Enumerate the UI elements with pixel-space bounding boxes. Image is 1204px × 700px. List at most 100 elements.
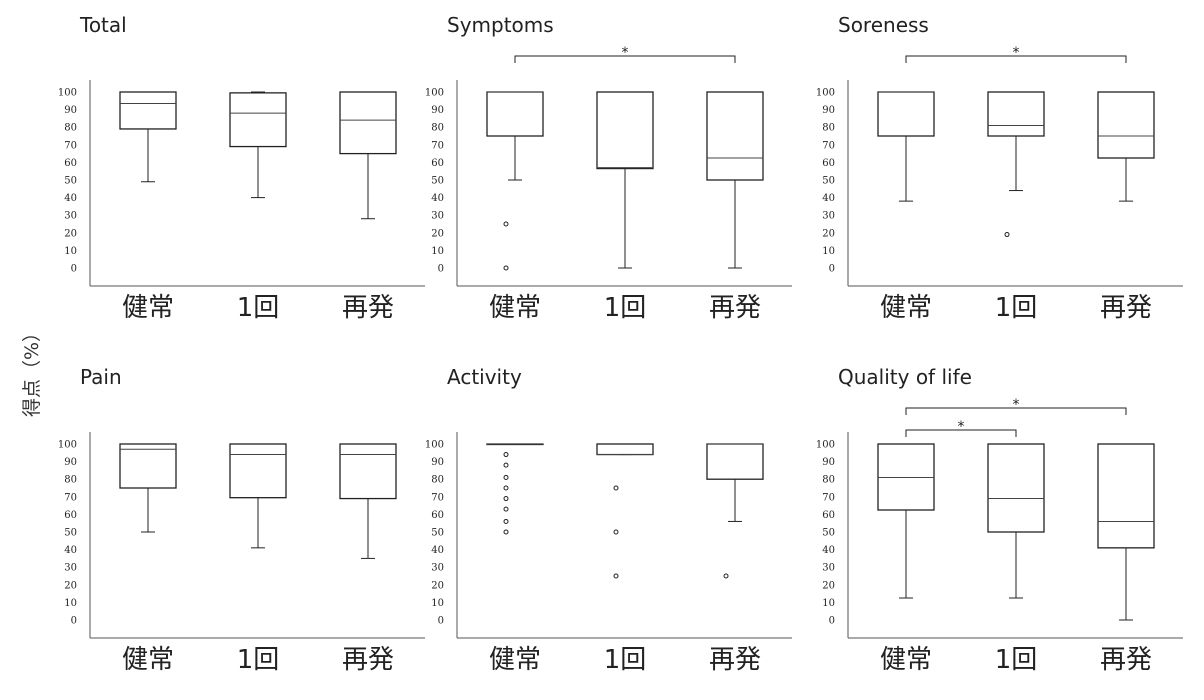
y-tick-label: 50 bbox=[822, 528, 835, 539]
outlier-point bbox=[503, 506, 509, 512]
y-tick-label: 20 bbox=[431, 228, 444, 239]
y-tick-label: 20 bbox=[822, 580, 835, 591]
box bbox=[1097, 443, 1155, 549]
box bbox=[119, 91, 177, 130]
box-plot bbox=[1097, 443, 1155, 621]
y-tick-label: 40 bbox=[431, 545, 444, 556]
y-tick-label: 100 bbox=[58, 440, 77, 451]
y-tick-label: 50 bbox=[64, 528, 77, 539]
y-tick-label: 20 bbox=[822, 228, 835, 239]
box-plot bbox=[486, 443, 544, 535]
bracket-line bbox=[905, 55, 1127, 63]
box bbox=[987, 443, 1045, 533]
significance-label: * bbox=[1013, 397, 1020, 413]
y-tick-label: 60 bbox=[431, 510, 444, 521]
category-label: 再発 bbox=[342, 293, 394, 323]
category-label: 1回 bbox=[604, 293, 647, 323]
category-label: 健常 bbox=[880, 293, 932, 323]
significance-label: * bbox=[622, 45, 629, 61]
box-plot bbox=[706, 91, 764, 269]
outlier-point bbox=[723, 573, 729, 579]
y-tick-label: 80 bbox=[822, 123, 835, 134]
category-label: 健常 bbox=[880, 645, 932, 675]
y-tick-label: 10 bbox=[64, 598, 77, 609]
box-plot bbox=[596, 91, 654, 269]
significance-bracket: * bbox=[905, 397, 1127, 415]
box-plot bbox=[119, 443, 177, 533]
y-tick-label: 80 bbox=[822, 475, 835, 486]
box bbox=[706, 443, 764, 480]
panel-title: Soreness bbox=[838, 13, 929, 37]
y-tick-label: 40 bbox=[822, 545, 835, 556]
y-tick-label: 80 bbox=[431, 475, 444, 486]
box-plot bbox=[486, 91, 544, 271]
y-axis-label-wrap: 得点（%） bbox=[18, 300, 46, 440]
y-tick-label: 0 bbox=[829, 616, 835, 627]
y-tick-label: 100 bbox=[58, 88, 77, 99]
y-tick-label: 100 bbox=[425, 88, 444, 99]
panel-title: Pain bbox=[80, 365, 122, 389]
y-tick-label: 90 bbox=[64, 457, 77, 468]
y-tick-label: 60 bbox=[822, 158, 835, 169]
category-label: 1回 bbox=[237, 645, 280, 675]
category-label: 健常 bbox=[122, 645, 174, 675]
significance-bracket: * bbox=[905, 45, 1127, 63]
bracket-line bbox=[905, 407, 1127, 415]
y-tick-label: 50 bbox=[431, 528, 444, 539]
outlier-point bbox=[1004, 232, 1010, 238]
category-label: 1回 bbox=[995, 645, 1038, 675]
y-tick-label: 10 bbox=[822, 246, 835, 257]
box bbox=[706, 91, 764, 181]
y-tick-label: 10 bbox=[822, 598, 835, 609]
y-tick-label: 20 bbox=[431, 580, 444, 591]
category-label: 1回 bbox=[604, 645, 647, 675]
y-tick-label: 0 bbox=[829, 264, 835, 275]
category-label: 再発 bbox=[709, 293, 761, 323]
y-tick-label: 90 bbox=[431, 105, 444, 116]
y-tick-label: 10 bbox=[64, 246, 77, 257]
y-tick-label: 0 bbox=[71, 264, 77, 275]
box-plot bbox=[987, 91, 1045, 238]
y-tick-label: 90 bbox=[431, 457, 444, 468]
box-plot bbox=[339, 91, 397, 220]
category-label: 再発 bbox=[1100, 645, 1152, 675]
outlier-point bbox=[503, 529, 509, 535]
y-tick-label: 100 bbox=[816, 440, 835, 451]
box-plot bbox=[119, 91, 177, 183]
y-tick-label: 90 bbox=[822, 105, 835, 116]
outlier-point bbox=[503, 485, 509, 491]
box-plot bbox=[339, 443, 397, 559]
y-tick-label: 30 bbox=[64, 563, 77, 574]
y-tick-label: 10 bbox=[431, 598, 444, 609]
y-tick-label: 40 bbox=[64, 193, 77, 204]
box-plot bbox=[596, 443, 654, 579]
y-tick-label: 80 bbox=[64, 475, 77, 486]
box bbox=[486, 91, 544, 137]
category-label: 再発 bbox=[1100, 293, 1152, 323]
y-tick-label: 50 bbox=[431, 176, 444, 187]
panel-title: Total bbox=[79, 13, 127, 37]
bracket-line bbox=[905, 429, 1017, 437]
y-tick-label: 0 bbox=[71, 616, 77, 627]
y-tick-label: 40 bbox=[431, 193, 444, 204]
y-tick-label: 60 bbox=[64, 158, 77, 169]
y-tick-label: 70 bbox=[822, 492, 835, 503]
category-label: 健常 bbox=[122, 293, 174, 323]
y-tick-label: 20 bbox=[64, 228, 77, 239]
outlier-point bbox=[503, 496, 509, 502]
significance-label: * bbox=[958, 419, 965, 435]
box bbox=[1097, 91, 1155, 159]
outlier-point bbox=[613, 529, 619, 535]
y-tick-label: 30 bbox=[431, 211, 444, 222]
y-tick-label: 80 bbox=[64, 123, 77, 134]
significance-bracket: * bbox=[514, 45, 736, 63]
box-plot bbox=[229, 91, 287, 199]
box-plot bbox=[877, 443, 935, 599]
y-tick-label: 100 bbox=[816, 88, 835, 99]
